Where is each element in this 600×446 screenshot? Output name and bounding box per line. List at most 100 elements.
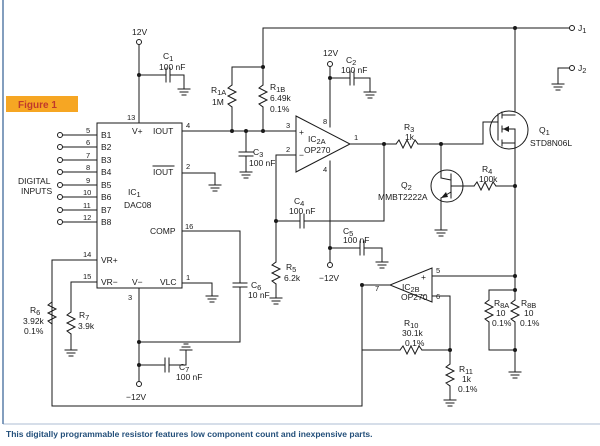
pin-name-vrplus: VR+ [101,255,118,265]
j2-terminal[interactable] [569,65,575,71]
opamp-neg12v-label: −12V [319,273,339,283]
j1-terminal[interactable] [569,25,575,31]
r11-value: 1k [462,374,472,384]
figure-label-bg [6,96,78,112]
input-b6[interactable] [57,194,63,200]
j1-label: J1 [578,23,586,35]
q1-part: STD8N06L [530,138,572,148]
r3-value: 1k [405,132,415,142]
r4-ref: R4 [482,164,492,176]
r4-value: 100k [479,174,498,184]
pin-name-b5: B5 [101,180,112,190]
r6-value: 3.92k [23,316,45,326]
input-b4[interactable] [57,169,63,175]
opamp-12v-terminal [327,61,333,67]
digital-input-pins [57,132,98,225]
opamp-a-minus-sign: − [299,150,304,160]
comp-capacitor [138,230,248,343]
r8b-value: 10 [524,308,534,318]
dac-neg12v-label: −12V [126,392,146,402]
j2-ground [551,65,575,91]
r6-tolerance: 0.1% [24,326,44,336]
pin-num-comp: 16 [185,222,193,231]
r10-ref: R10 [404,318,418,330]
input-b5[interactable] [57,182,63,188]
pin-name-iout-bar: IOUT [153,167,173,177]
pin-num-b5: 9 [86,176,90,185]
r8a-ref: R8A [494,298,509,310]
opamp-a-pin-vpos: 8 [323,117,327,126]
pin-name-b1: B1 [101,130,112,140]
pin-name-iout: IOUT [153,126,173,136]
pin-name-b3: B3 [101,155,112,165]
opamp-b-pin-out: 7 [375,284,379,293]
dac08-part: DAC08 [124,200,152,210]
pin-num-b6: 10 [83,188,91,197]
r1b-value: 6.49k [270,93,292,103]
c7-value: 100 nF [176,372,202,382]
c5-ref: C5 [343,226,353,238]
dac-vminus-supply [136,287,193,387]
opamp-a-pin-minus: 2 [286,145,290,154]
pin-num-b8: 12 [83,213,91,222]
pin-name-b2: B2 [101,142,112,152]
c6-value: 10 nF [248,290,270,300]
opamp-a-supply [327,61,389,269]
opamp-a-output [349,121,493,150]
pin-name-b6: B6 [101,192,112,202]
opamp-ic2b [388,267,433,303]
pin-num-vlc: 1 [186,273,190,282]
input-b7[interactable] [57,207,63,213]
opamp-a-plus-sign: + [299,127,304,137]
pin-num-b7: 11 [83,201,91,210]
c2-value: 100 nF [341,65,367,75]
pin-num-b2: 6 [86,138,90,147]
opamp-a-ref: IC2A [308,134,326,146]
dac08-ref: IC1 [128,187,141,199]
c4-value: 100 nF [289,206,315,216]
c2-ref: C2 [346,55,356,67]
r1a-ref: R1A [211,85,226,97]
pin-num-vrplus: 14 [83,250,91,259]
r7-value: 3.9k [78,321,95,331]
opamp-b-network [360,283,457,407]
c6-ref: C6 [251,280,261,292]
r1a-r1b-network [226,65,269,133]
opamp-b-part: OP270 [401,292,428,302]
dac-vplus-supply [136,39,191,124]
opamp-b-minus-sign: − [421,290,426,300]
r10-value: 30.1k [402,328,424,338]
opamp-a-pin-out: 1 [354,133,358,142]
pin-name-b4: B4 [101,167,112,177]
q2-ref: Q2 [401,180,412,192]
q2-part: MMBT2222A [378,192,428,202]
c4-ref: C4 [294,196,304,208]
pin-num-vminus: 3 [128,293,132,302]
c3-value: 100 nF [249,158,275,168]
c1-value: 100 nF [159,62,185,72]
r8a-value: 10 [496,308,506,318]
dac-12v-terminal [136,39,142,45]
input-b3[interactable] [57,157,63,163]
input-b1[interactable] [57,132,63,138]
opamp-ic2a [295,115,352,173]
r11-tolerance: 0.1% [458,384,478,394]
q2-bjt [430,143,517,237]
r6-ref: R6 [30,305,40,317]
pin-name-b7: B7 [101,205,112,215]
r8b-ref: R8B [521,298,536,310]
r5-ref: R5 [286,262,296,274]
pin-num-vplus: 13 [127,113,135,122]
input-b2[interactable] [57,144,63,150]
r7-ref: R7 [79,310,89,322]
sense-resistors [431,185,522,379]
opamp-b-plus-sign: + [421,272,426,282]
input-b8[interactable] [57,219,63,225]
r1b-ref: R1B [270,82,285,94]
dac-neg12v-terminal [136,381,142,387]
r8a-tolerance: 0.1% [492,318,512,328]
c3-capacitor [238,129,254,179]
pin-name-vlc: VLC [160,277,177,287]
opamp-a-part: OP270 [304,145,331,155]
